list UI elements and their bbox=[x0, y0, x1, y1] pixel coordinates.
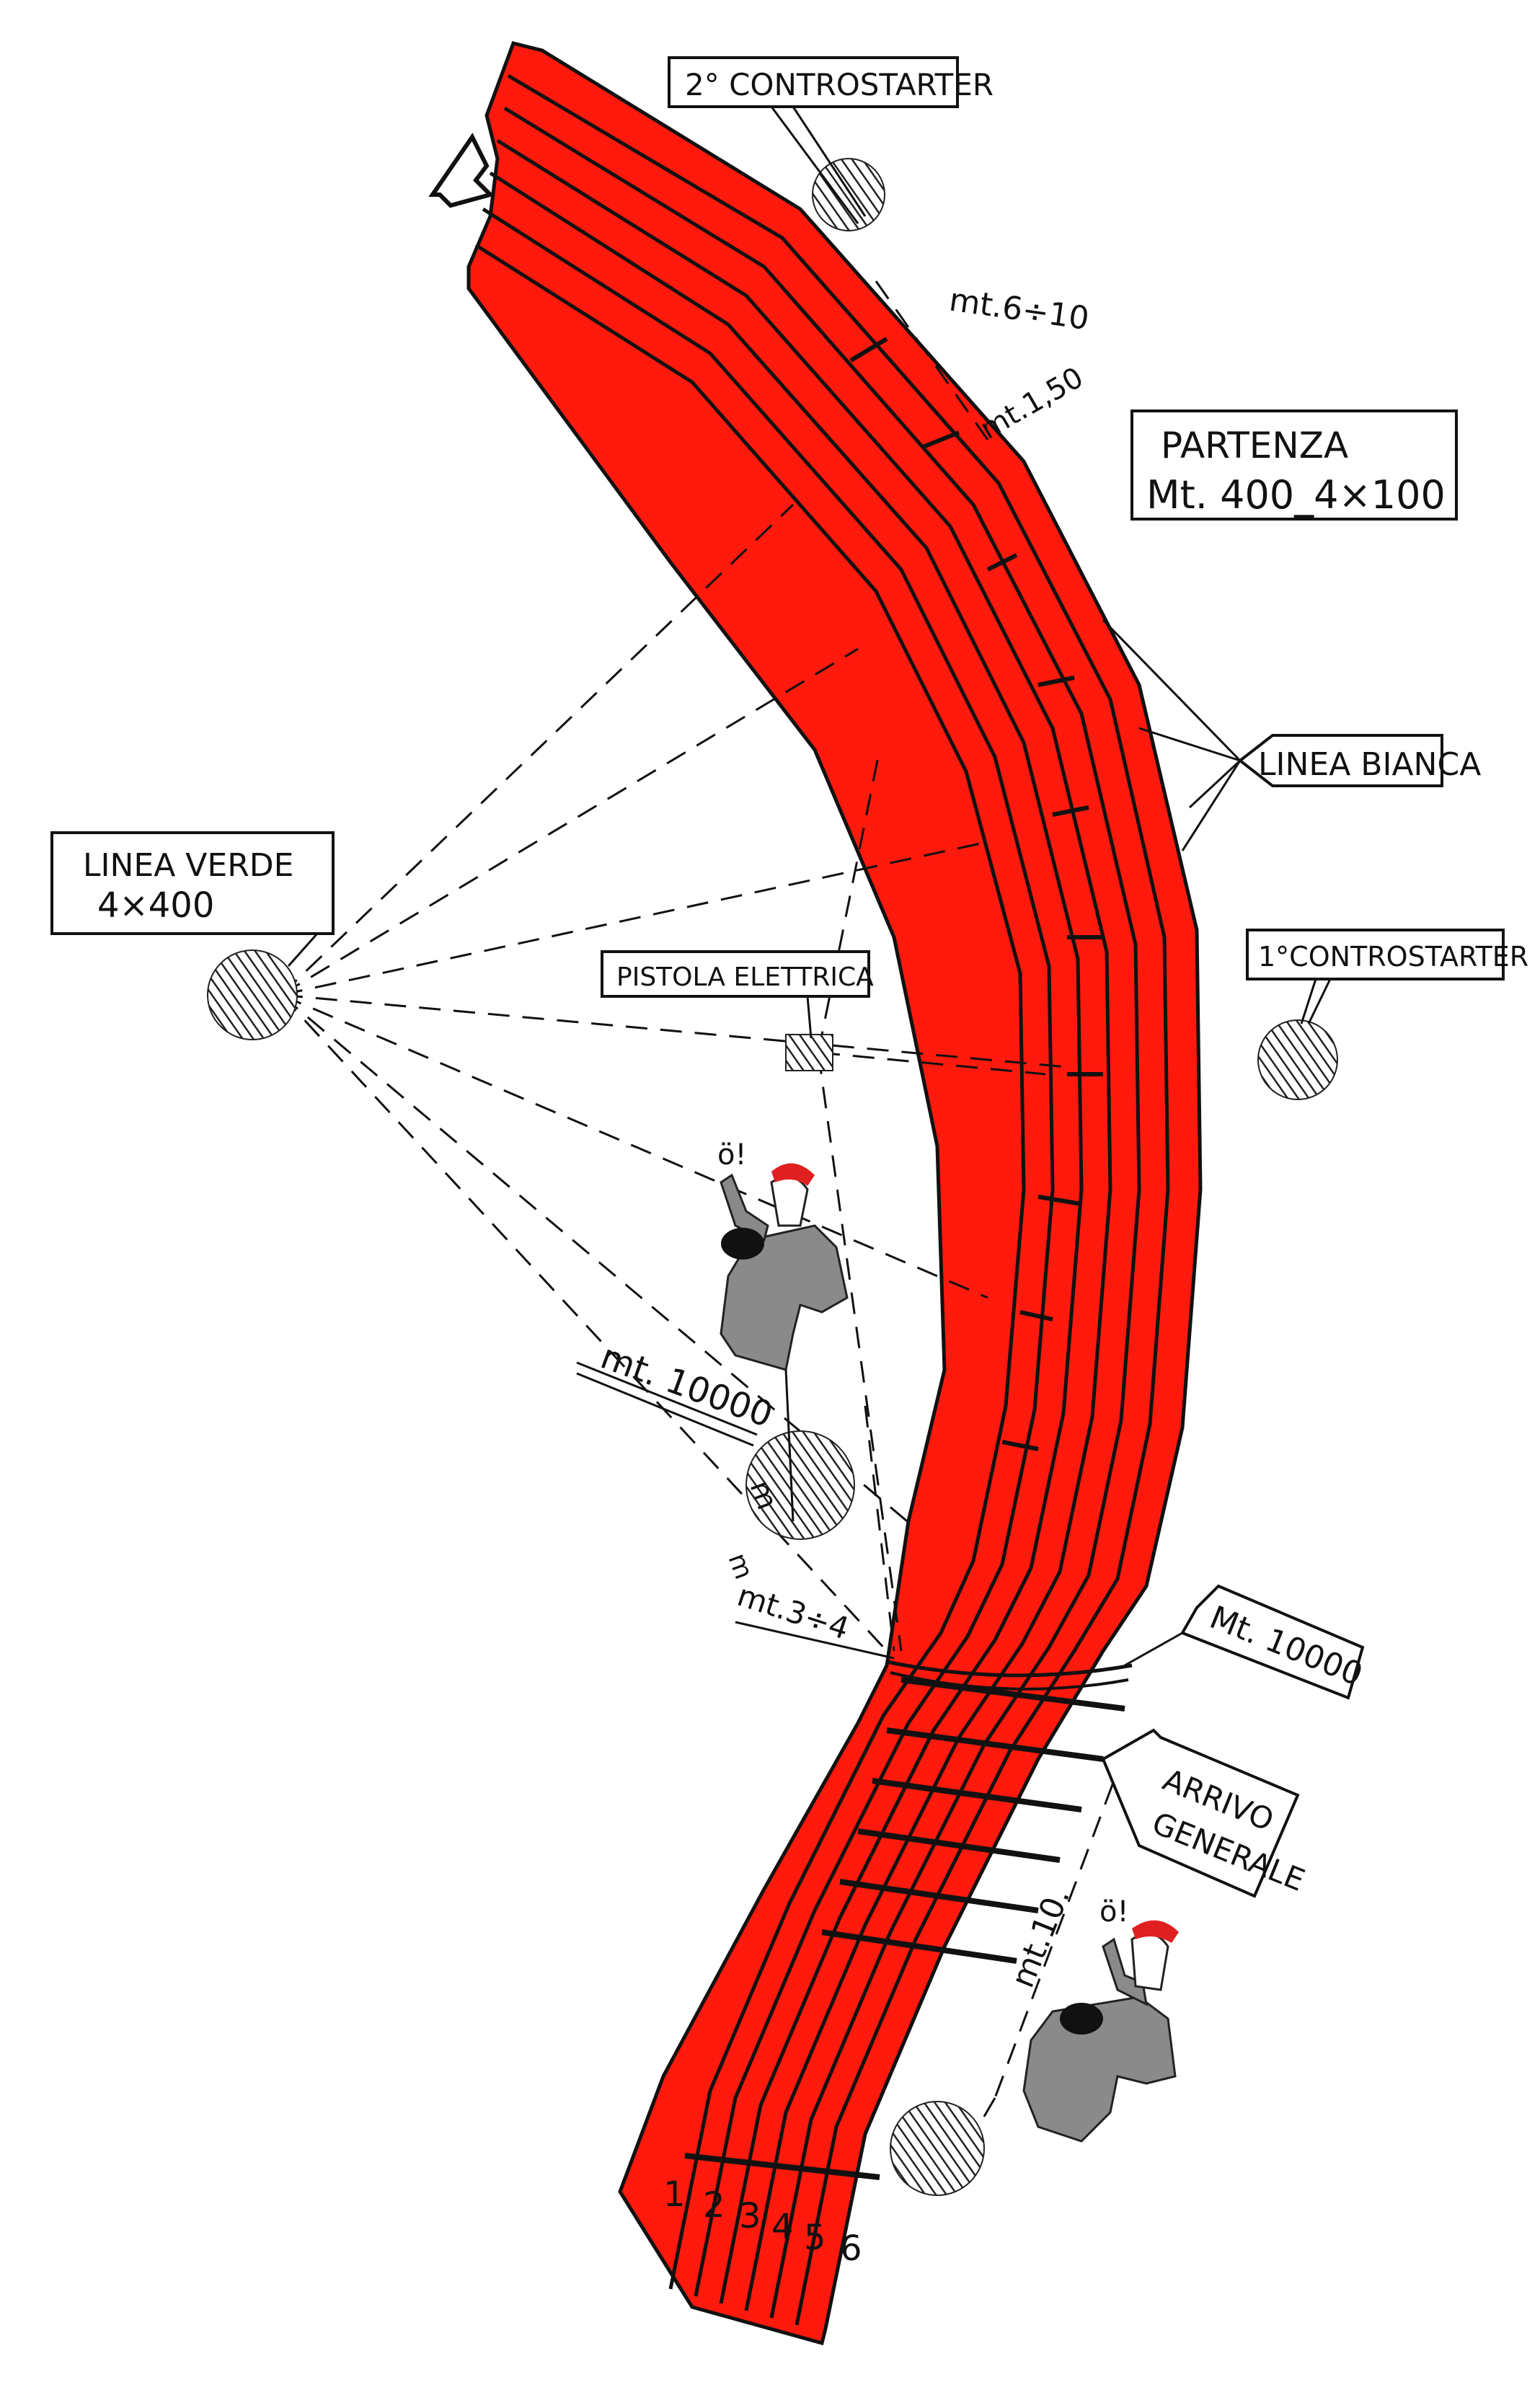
label-linea-bianca: LINEA BIANCA bbox=[1102, 619, 1481, 851]
svg-text:LINEA VERDE: LINEA VERDE bbox=[83, 847, 293, 884]
lane-number: 3 bbox=[739, 2196, 761, 2236]
svg-text:PISTOLA ELETTRICA: PISTOLA ELETTRICA bbox=[616, 962, 874, 992]
svg-text:4×400: 4×400 bbox=[97, 885, 214, 926]
lane-numbers: 1 2 3 4 5 6 bbox=[663, 2174, 862, 2269]
label-arrivo-generale: ARRIVO GENERALE bbox=[1101, 1728, 1310, 1898]
label-controstarter-2: 2° CONTROSTARTER bbox=[668, 56, 994, 224]
running-track bbox=[466, 41, 1203, 2346]
hatched-spot bbox=[745, 1430, 855, 1540]
hatched-spot bbox=[890, 2101, 985, 2196]
dimension-m: m bbox=[722, 1549, 759, 1583]
label-pistola-elettrica: PISTOLA ELETTRICA bbox=[601, 950, 874, 1039]
pistol-spot bbox=[785, 1034, 833, 1071]
dimension-1-50: mt.1,50 bbox=[975, 361, 1089, 446]
lane-number: 6 bbox=[840, 2228, 862, 2269]
lane-number: 2 bbox=[703, 2185, 725, 2226]
svg-text:PARTENZA: PARTENZA bbox=[1161, 425, 1348, 466]
hatched-spot bbox=[207, 949, 298, 1040]
label-partenza: PARTENZA Mt. 400_4×100 bbox=[1130, 409, 1458, 521]
dimension-6-10: mt.6÷10 bbox=[947, 281, 1091, 337]
stagger-marks bbox=[849, 337, 1103, 1451]
label-mt10000-right: Mt. 10000 bbox=[1124, 1584, 1368, 1700]
label-linea-verde: LINEA VERDE 4×400 bbox=[50, 831, 335, 967]
lane-number: 5 bbox=[804, 2218, 826, 2258]
hatched-spot bbox=[812, 158, 885, 231]
sightlines bbox=[280, 280, 1126, 2185]
lane-number: 1 bbox=[663, 2174, 686, 2215]
finish-line bbox=[886, 1660, 1133, 1691]
dimension-10: mt.10. bbox=[1004, 1882, 1077, 1993]
arrow-icon bbox=[428, 133, 495, 208]
svg-text:2° CONTROSTARTER: 2° CONTROSTARTER bbox=[685, 67, 994, 102]
shout-text: ö! bbox=[1099, 1895, 1129, 1929]
svg-text:1°CONTROSTARTER: 1°CONTROSTARTER bbox=[1258, 941, 1528, 973]
svg-text:LINEA BIANCA: LINEA BIANCA bbox=[1258, 746, 1481, 783]
label-controstarter-1: 1°CONTROSTARTER bbox=[1246, 929, 1528, 1024]
lane-lines bbox=[474, 74, 1170, 2326]
svg-text:Mt. 400_4×100: Mt. 400_4×100 bbox=[1146, 472, 1446, 518]
hatched-spot bbox=[1257, 1019, 1338, 1100]
lane-number: 4 bbox=[771, 2207, 794, 2247]
judge-figure: ö! bbox=[1022, 1895, 1179, 2143]
shout-text: ö! bbox=[717, 1138, 747, 1172]
starter-figure: ö! bbox=[717, 1138, 849, 1522]
finish-marks bbox=[684, 1677, 1125, 2180]
